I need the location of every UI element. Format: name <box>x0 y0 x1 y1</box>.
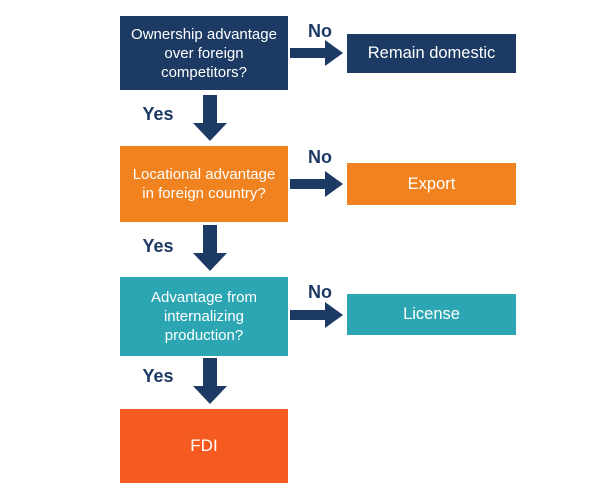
outcome-box-export-label: Export <box>407 174 456 193</box>
arrow-down-icon <box>193 95 227 141</box>
outcome-box-remain-domestic-label: Remain domestic <box>367 44 496 62</box>
question-box-location: Locational advantage in foreign country? <box>120 146 288 222</box>
outcome-box-export: Export <box>347 163 516 205</box>
arrow-right-icon <box>290 171 344 197</box>
yes-label-row1: Yes <box>142 104 174 124</box>
question-box-ownership: Ownership advantage over foreign competi… <box>120 16 288 90</box>
outcome-box-license: License <box>347 294 516 335</box>
arrow-down-icon <box>193 225 227 271</box>
yes-label-row3: Yes <box>142 366 174 386</box>
no-label-row1: No <box>308 21 332 41</box>
outcome-box-remain-domestic: Remain domestic <box>347 34 516 73</box>
no-label-row3: No <box>308 282 332 302</box>
arrow-right-icon <box>290 302 344 328</box>
final-box-fdi: FDI <box>120 409 288 483</box>
arrow-down-icon <box>193 358 227 404</box>
question-box-internalization: Advantage from internalizing production? <box>120 277 288 356</box>
question-box-ownership-label: Ownership advantage over foreign competi… <box>131 25 277 81</box>
outcome-box-license-label: License <box>403 305 460 323</box>
no-label-row2: No <box>308 147 332 167</box>
question-box-location-label: Locational advantage in foreign country? <box>132 166 276 202</box>
question-box-internalization-label: Advantage from internalizing production? <box>151 289 257 344</box>
final-box-fdi-label: FDI <box>190 436 218 455</box>
arrow-right-icon <box>290 40 344 66</box>
yes-label-row2: Yes <box>142 236 174 256</box>
